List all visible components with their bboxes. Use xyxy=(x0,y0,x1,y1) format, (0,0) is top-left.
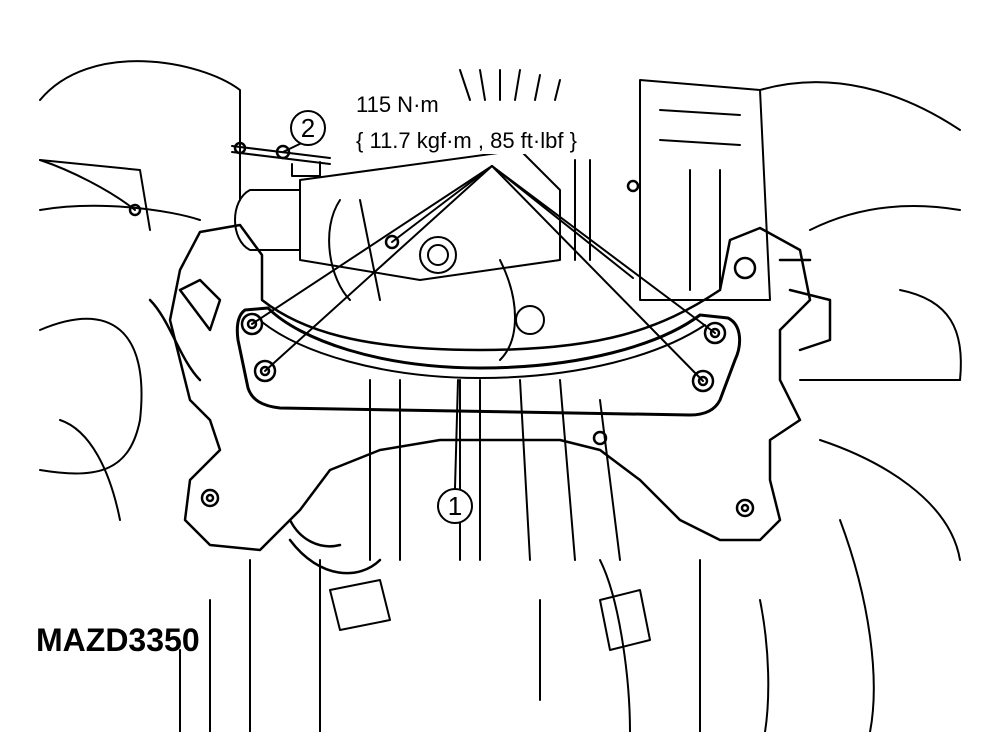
figure-id: MAZD3350 xyxy=(36,622,200,658)
bracket xyxy=(39,145,331,211)
callout-1-leader xyxy=(454,379,459,489)
torque-leader-lines xyxy=(251,165,716,382)
callout-1-number: 1 xyxy=(448,491,462,521)
subframe xyxy=(148,223,832,575)
vehicle-body-outline xyxy=(39,60,962,732)
callout-1-circle xyxy=(437,488,473,524)
torque-converted: { 11.7 kgf·m , 85 ft·lbf } xyxy=(352,128,581,154)
crossmember-plate xyxy=(235,306,742,417)
transmission-assembly xyxy=(234,69,771,361)
center-pipes xyxy=(369,379,621,561)
callout-2-circle xyxy=(290,110,326,146)
torque-value: 115 N·m xyxy=(352,92,443,118)
bolts xyxy=(128,141,727,393)
callout-2-number: 2 xyxy=(301,113,315,143)
